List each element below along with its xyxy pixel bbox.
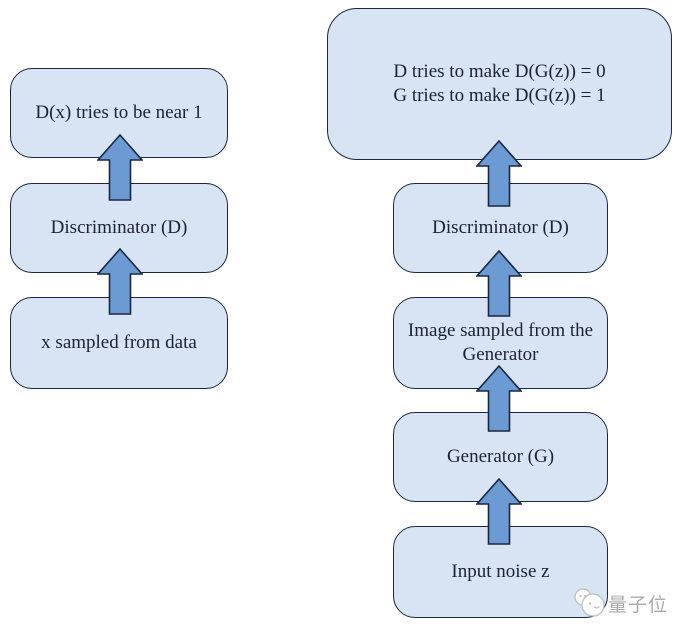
- right-flow-noise-label: Input noise z: [451, 561, 550, 582]
- objective-line-2: G tries to make D(G(z)) = 1: [393, 85, 606, 106]
- up-arrow-icon: [476, 250, 522, 317]
- right-flow-image-box: Image sampled from the Generator: [393, 297, 608, 389]
- up-arrow-icon: [97, 134, 143, 201]
- watermark-text: 量子位: [608, 594, 669, 616]
- up-arrow-icon: [97, 248, 143, 315]
- watermark: 量子位: [572, 586, 668, 620]
- up-arrow-icon: [476, 478, 522, 545]
- up-arrow-icon: [476, 140, 522, 207]
- objective-line-1: D tries to make D(G(z)) = 0: [393, 61, 606, 82]
- up-arrow-icon: [476, 365, 522, 432]
- left-flow-input-label: x sampled from data: [41, 332, 197, 353]
- right-flow-image-label: Image sampled from the Generator: [407, 320, 594, 365]
- right-flow-objectives-box: D tries to make D(G(z)) = 0 G tries to m…: [327, 8, 672, 160]
- qbitai-bubbles-logo-icon: [574, 588, 605, 617]
- right-flow-generator-label: Generator (G): [446, 446, 555, 467]
- left-flow-discriminator-label: Discriminator (D): [50, 217, 188, 238]
- right-flow-discriminator-label: Discriminator (D): [432, 217, 569, 238]
- left-flow-output-label: D(x) tries to be near 1: [35, 102, 203, 123]
